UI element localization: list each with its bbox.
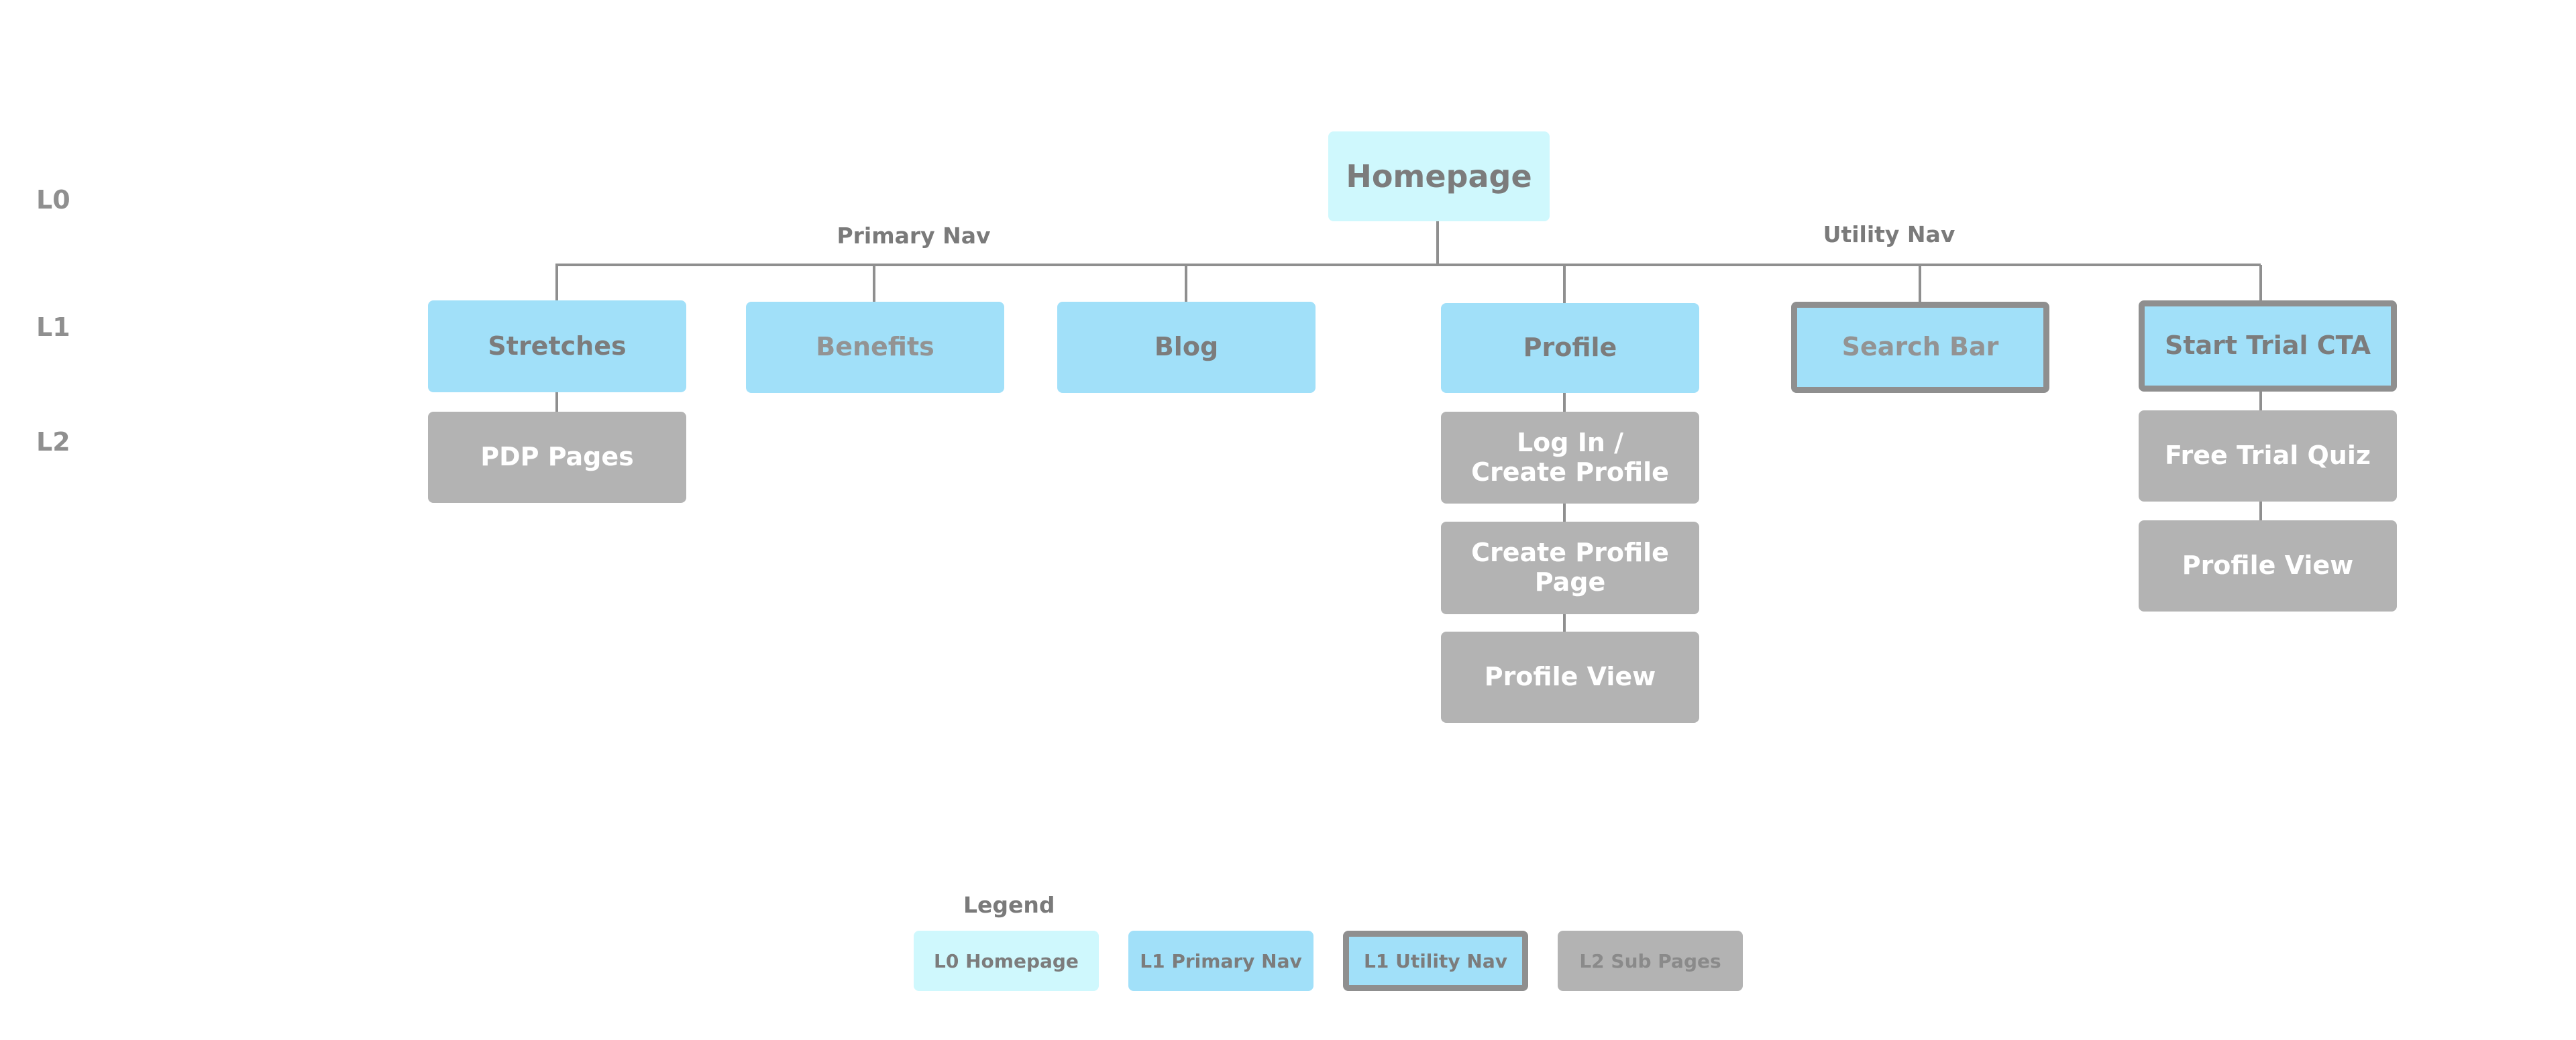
free-trial-quiz-label: Free Trial Quiz: [2165, 441, 2371, 471]
level-label-l2: L2: [36, 427, 70, 457]
level-label-l0: L0: [36, 185, 70, 215]
benefits-label: Benefits: [816, 332, 934, 362]
blog-label: Blog: [1154, 332, 1219, 362]
legend-l1-primary-label: L1 Primary Nav: [1140, 949, 1302, 972]
legend-l0-homepage: L0 Homepage: [914, 931, 1099, 991]
profile-node[interactable]: Profile: [1441, 303, 1699, 393]
create-profile-page-label: Create Profile Page: [1471, 538, 1669, 597]
legend-title: Legend: [963, 892, 1055, 918]
profile-view-node[interactable]: Profile View: [1441, 632, 1699, 723]
login-create-profile-node[interactable]: Log In / Create Profile: [1441, 412, 1699, 504]
homepage-label: Homepage: [1346, 158, 1532, 194]
level-label-l1: L1: [36, 312, 70, 342]
utility-nav-label: Utility Nav: [1823, 221, 1955, 247]
legend-l2-label: L2 Sub Pages: [1579, 949, 1721, 972]
trial-profile-view-label: Profile View: [2182, 551, 2354, 581]
legend-l1-primary-nav: L1 Primary Nav: [1128, 931, 1313, 991]
trial-profile-view-node[interactable]: Profile View: [2139, 520, 2397, 612]
free-trial-quiz-node[interactable]: Free Trial Quiz: [2139, 410, 2397, 502]
profile-label: Profile: [1523, 333, 1617, 363]
legend-l1-utility-label: L1 Utility Nav: [1364, 949, 1507, 972]
search-bar-label: Search Bar: [1841, 332, 1999, 362]
stretches-label: Stretches: [488, 331, 627, 361]
benefits-node[interactable]: Benefits: [746, 302, 1004, 393]
legend-l2-sub-pages: L2 Sub Pages: [1558, 931, 1743, 991]
legend-l0-label: L0 Homepage: [934, 949, 1079, 972]
start-trial-cta-label: Start Trial CTA: [2165, 331, 2371, 361]
search-bar-node[interactable]: Search Bar: [1791, 302, 2049, 393]
stretches-node[interactable]: Stretches: [428, 300, 686, 392]
primary-nav-label: Primary Nav: [837, 223, 991, 249]
start-trial-cta-node[interactable]: Start Trial CTA: [2139, 300, 2397, 392]
pdp-pages-label: PDP Pages: [480, 442, 634, 472]
profile-view-label: Profile View: [1484, 662, 1656, 692]
legend-l1-utility-nav: L1 Utility Nav: [1343, 931, 1528, 991]
blog-node[interactable]: Blog: [1057, 302, 1316, 393]
homepage-node[interactable]: Homepage: [1328, 131, 1550, 221]
login-create-profile-label: Log In / Create Profile: [1471, 427, 1669, 487]
create-profile-page-node[interactable]: Create Profile Page: [1441, 522, 1699, 614]
pdp-pages-node[interactable]: PDP Pages: [428, 412, 686, 503]
